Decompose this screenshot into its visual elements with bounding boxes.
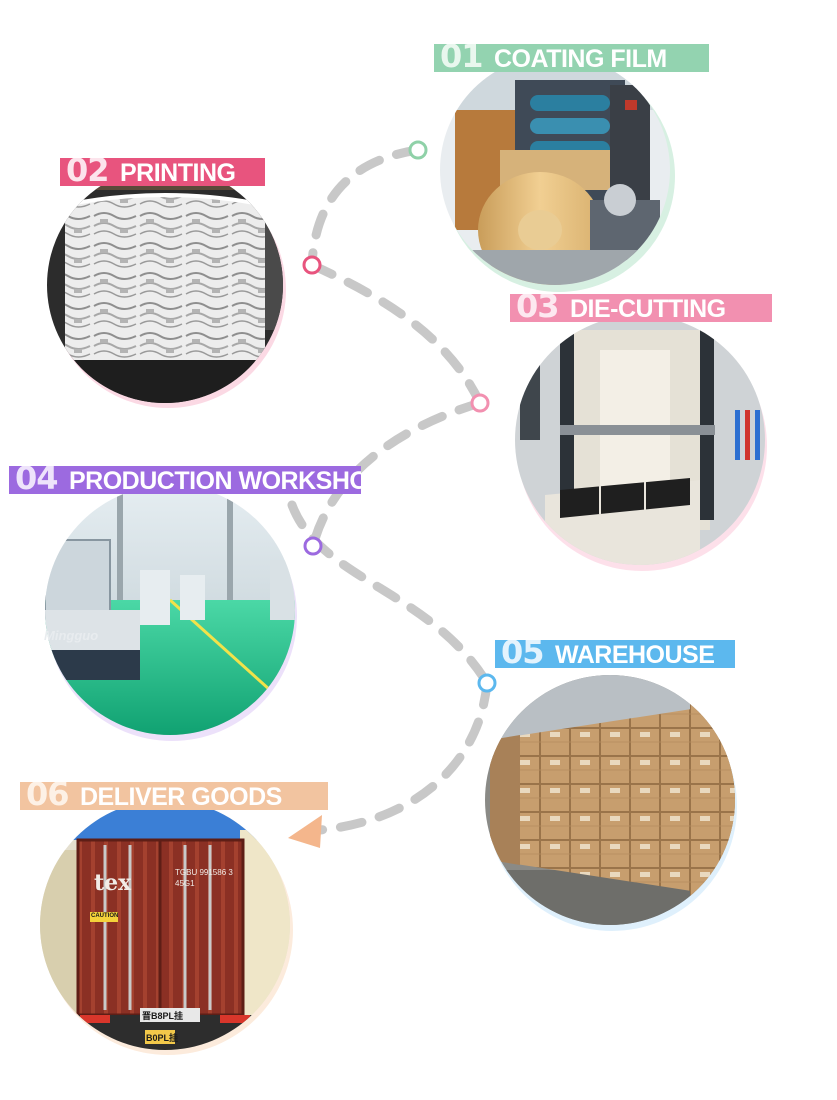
step-03-photo <box>515 315 767 571</box>
container-code-label: TGBU 991586 3 <box>175 868 233 877</box>
step-03-label: DIE-CUTTING <box>570 295 726 322</box>
step-02-photo <box>47 167 286 408</box>
step-04-label: PRODUCTION WORKSHOP <box>69 467 361 494</box>
plate-top-label: 晋B8PL挂 <box>142 1011 184 1021</box>
plate-bottom-label: B0PL挂 <box>146 1033 179 1043</box>
step-04-banner: 04 PRODUCTION WORKSHOP <box>9 466 361 494</box>
step-05-node <box>477 673 497 693</box>
step-03-banner: 03 DIE-CUTTING <box>510 294 772 322</box>
container-type-label: 45G1 <box>175 879 195 888</box>
step-04-photo <box>45 485 297 741</box>
step-02-label: PRINTING <box>120 159 236 186</box>
step-05-label: WAREHOUSE <box>555 641 715 668</box>
machine-brand-label: Mingguo <box>44 628 99 643</box>
step-01-photo <box>440 55 675 292</box>
step-04-node <box>303 536 323 556</box>
step-04-number: 04 <box>15 466 59 494</box>
step-02-number: 02 <box>66 158 110 186</box>
step-02-banner: 02 PRINTING <box>60 158 265 186</box>
step-02-node <box>302 255 322 275</box>
step-01-label: COATING FILM <box>494 45 667 72</box>
container-brand-label: tex <box>94 870 132 896</box>
step-06-label: DELIVER GOODS <box>80 783 282 810</box>
step-03-number: 03 <box>516 294 560 322</box>
step-06-banner: 06 DELIVER GOODS <box>20 782 328 810</box>
arrow-head <box>288 815 322 848</box>
step-06-number: 06 <box>26 782 70 810</box>
caution-label: CAUTION <box>91 913 119 919</box>
connector-path <box>287 145 492 835</box>
step-01-number: 01 <box>440 44 484 72</box>
step-05-banner: 05 WAREHOUSE <box>495 640 735 668</box>
step-01-banner: 01 COATING FILM <box>434 44 709 72</box>
step-03-node <box>470 393 490 413</box>
step-05-photo <box>485 675 737 931</box>
step-01-node <box>408 140 428 160</box>
step-05-number: 05 <box>501 640 545 668</box>
